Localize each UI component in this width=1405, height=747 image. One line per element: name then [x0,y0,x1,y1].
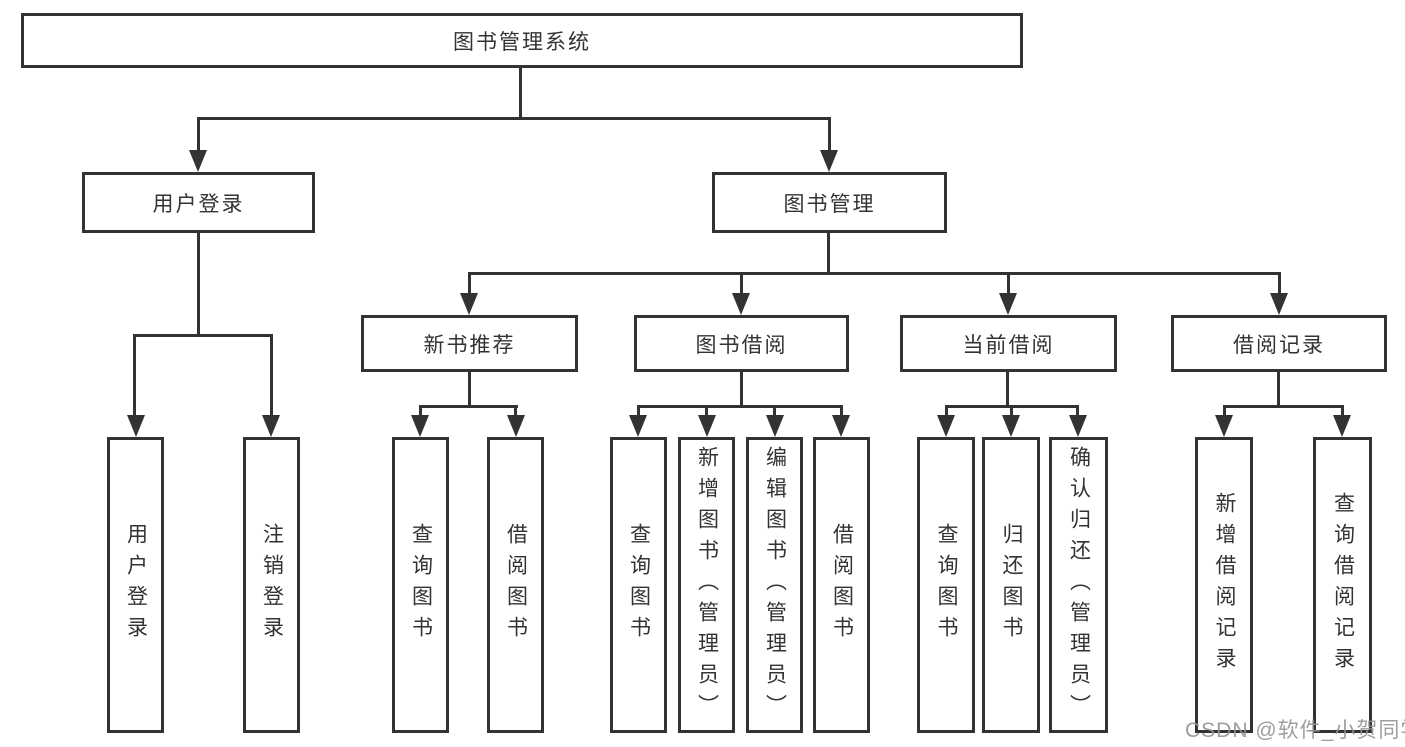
connector-j2-vertical [740,372,743,407]
arrowhead-down-icon [937,415,955,437]
connector-stub-user-login [197,117,200,152]
leaf-label: 新增图书（管理员） [695,445,719,725]
leaf-edit-books-admin: 编辑图书（管理员） [746,437,803,733]
connector-stub-borrow-records [1278,272,1281,295]
leaf-label: 借阅图书 [830,523,854,647]
leaf-label: 借阅图书 [504,523,528,647]
connector-root-vertical [519,68,522,119]
leaf-label: 查询图书 [935,523,959,647]
arrowhead-down-icon [262,415,280,437]
arrowhead-down-icon [698,415,716,437]
leaf-label: 查询图书 [409,523,433,647]
arrowhead-down-icon [629,415,647,437]
leaf-label: 查询借阅记录 [1331,492,1355,678]
connector-j4-stub [1341,405,1344,417]
node-label: 图书管理 [783,192,876,216]
connector-j3-stub [945,405,948,417]
leaf-query-borrow-record: 查询借阅记录 [1313,437,1372,733]
node-borrow-records: 借阅记录 [1171,315,1387,372]
leaf-borrow-books-recommend: 借阅图书 [487,437,544,733]
arrowhead-down-icon [820,150,838,172]
connector-stub-book-borrow [740,272,743,295]
connector-bookmgmt-vertical [827,233,830,274]
leaf-label: 编辑图书（管理员） [763,445,787,725]
arrowhead-down-icon [1333,415,1351,437]
leaf-return-books: 归还图书 [982,437,1040,733]
connector-userlogin-vertical [197,233,200,336]
leaf-add-books-admin: 新增图书（管理员） [678,437,735,733]
connector-j2-stub [773,405,776,417]
connector-stub-leaf-login [133,334,136,417]
leaf-borrow-books: 借阅图书 [813,437,870,733]
leaf-label: 查询图书 [627,523,651,647]
leaf-label: 用户登录 [124,523,148,647]
connector-j3-vertical [1006,372,1009,407]
arrowhead-down-icon [189,150,207,172]
leaf-user-login: 用户登录 [107,437,164,733]
node-root-system: 图书管理系统 [21,13,1023,68]
leaf-label: 确认归还（管理员） [1067,445,1091,725]
connector-j1-stub [514,405,517,417]
connector-j2-stub [637,405,640,417]
arrowhead-down-icon [1069,415,1087,437]
connector-userlogin-horizontal [133,334,273,337]
node-label: 借阅记录 [1233,333,1325,357]
connector-j2-horizontal [637,405,843,408]
connector-j4-stub [1223,405,1226,417]
leaf-query-books-current: 查询图书 [917,437,975,733]
arrowhead-down-icon [127,415,145,437]
connector-j1-vertical [468,372,471,407]
arrowhead-down-icon [766,415,784,437]
csdn-watermark: CSDN @软件_小贺同学 [1185,719,1405,742]
connector-stub-leaf-logout [270,334,273,417]
node-label: 图书借阅 [695,333,788,357]
arrowhead-down-icon [999,293,1017,315]
leaf-logout: 注销登录 [243,437,300,733]
node-label: 新书推荐 [423,333,516,357]
arrowhead-down-icon [1002,415,1020,437]
leaf-query-books-recommend: 查询图书 [392,437,449,733]
leaf-label: 新增借阅记录 [1213,492,1237,678]
connector-stub-current-borrow [1007,272,1010,295]
arrowhead-down-icon [1270,293,1288,315]
connector-stub-book-management [828,117,831,152]
arrowhead-down-icon [507,415,525,437]
leaf-confirm-return-admin: 确认归还（管理员） [1049,437,1108,733]
connector-bookmgmt-horizontal [468,272,1281,275]
connector-j4-horizontal [1223,405,1344,408]
node-label: 当前借阅 [962,333,1055,357]
node-label: 图书管理系统 [453,30,591,54]
leaf-label: 注销登录 [260,523,284,647]
leaf-add-borrow-record: 新增借阅记录 [1195,437,1253,733]
connector-j1-horizontal [419,405,518,408]
node-current-borrow: 当前借阅 [900,315,1117,372]
leaf-query-books-borrow: 查询图书 [610,437,667,733]
node-book-management: 图书管理 [712,172,947,233]
connector-j3-stub [1010,405,1013,417]
connector-root-horizontal [197,117,831,120]
arrowhead-down-icon [460,293,478,315]
node-book-borrow: 图书借阅 [634,315,849,372]
node-label: 用户登录 [152,192,245,216]
connector-stub-new-book [468,272,471,295]
connector-j2-stub [705,405,708,417]
leaf-label: 归还图书 [1000,523,1024,647]
connector-j2-stub [840,405,843,417]
arrowhead-down-icon [1215,415,1233,437]
arrowhead-down-icon [732,293,750,315]
connector-j1-stub [419,405,422,417]
arrowhead-down-icon [411,415,429,437]
node-new-book-recommend: 新书推荐 [361,315,578,372]
node-user-login: 用户登录 [82,172,315,233]
connector-j4-vertical [1277,372,1280,407]
connector-j3-stub [1076,405,1079,417]
arrowhead-down-icon [832,415,850,437]
